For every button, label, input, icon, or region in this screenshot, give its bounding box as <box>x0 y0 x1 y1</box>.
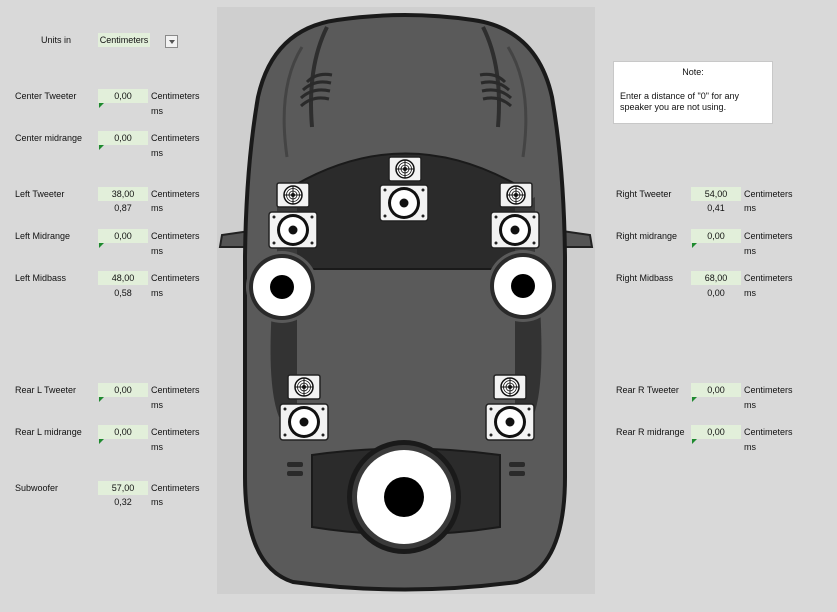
distance-input-rear-r-tweeter[interactable]: 0,00 <box>691 383 741 397</box>
ms-label: ms <box>151 442 163 452</box>
right-midrange-icon <box>490 211 540 249</box>
unit-label: Centimeters <box>151 133 200 143</box>
center-midrange-icon <box>379 184 429 222</box>
ms-label: ms <box>151 288 163 298</box>
right-tweeter-icon <box>499 182 533 208</box>
ms-value-left-tweeter: 0,87 <box>114 203 132 213</box>
units-label: Units in <box>41 35 72 45</box>
left-midbass-icon <box>246 251 318 323</box>
distance-input-left-midbass[interactable]: 48,00 <box>98 271 148 285</box>
distance-input-rear-r-midrange[interactable]: 0,00 <box>691 425 741 439</box>
ms-label: ms <box>151 497 163 507</box>
comment-flag-icon <box>99 397 104 402</box>
rear-l-midrange-icon <box>279 403 329 441</box>
ms-label: ms <box>151 203 163 213</box>
ms-value-right-midbass: 0,00 <box>707 288 725 298</box>
distance-input-rear-l-midrange[interactable]: 0,00 <box>98 425 148 439</box>
ms-value-right-tweeter: 0,41 <box>707 203 725 213</box>
unit-label: Centimeters <box>744 189 793 199</box>
unit-label: Centimeters <box>744 273 793 283</box>
comment-flag-icon <box>692 243 697 248</box>
subwoofer-icon <box>347 440 461 554</box>
units-select[interactable]: Centimeters <box>98 33 150 47</box>
speaker-label-right-midbass: Right Midbass <box>616 273 674 283</box>
rear-r-midrange-icon <box>485 403 535 441</box>
speaker-label-left-tweeter: Left Tweeter <box>15 189 65 199</box>
comment-flag-icon <box>99 145 104 150</box>
distance-input-rear-l-tweeter[interactable]: 0,00 <box>98 383 148 397</box>
unit-label: Centimeters <box>151 385 200 395</box>
speaker-label-rear-r-tweeter: Rear R Tweeter <box>616 385 679 395</box>
distance-input-subwoofer[interactable]: 57,00 <box>98 481 148 495</box>
speaker-label-rear-l-tweeter: Rear L Tweeter <box>15 385 77 395</box>
left-midrange-icon <box>268 211 318 249</box>
comment-flag-icon <box>692 397 697 402</box>
distance-input-right-midbass[interactable]: 68,00 <box>691 271 741 285</box>
distance-input-left-tweeter[interactable]: 38,00 <box>98 187 148 201</box>
unit-label: Centimeters <box>744 231 793 241</box>
ms-value-subwoofer: 0,32 <box>114 497 132 507</box>
rear-l-tweeter-icon <box>287 374 321 400</box>
comment-flag-icon <box>99 243 104 248</box>
distance-input-center-midrange[interactable]: 0,00 <box>98 131 148 145</box>
rear-r-tweeter-icon <box>493 374 527 400</box>
speaker-label-rear-l-midrange: Rear L midrange <box>15 427 82 437</box>
ms-value-left-midbass: 0,58 <box>114 288 132 298</box>
center-tweeter-icon <box>388 156 422 182</box>
speaker-label-right-tweeter: Right Tweeter <box>616 189 672 199</box>
comment-flag-icon <box>692 439 697 444</box>
unit-label: Centimeters <box>151 273 200 283</box>
note-title: Note: <box>682 67 704 77</box>
unit-label: Centimeters <box>151 231 200 241</box>
unit-label: Centimeters <box>744 427 793 437</box>
right-midbass-icon <box>487 250 559 322</box>
unit-label: Centimeters <box>744 385 793 395</box>
car-panel <box>217 7 595 594</box>
ms-label: ms <box>151 246 163 256</box>
comment-flag-icon <box>99 103 104 108</box>
left-tweeter-icon <box>276 182 310 208</box>
ms-label: ms <box>744 442 756 452</box>
ms-label: ms <box>744 288 756 298</box>
distance-input-left-midrange[interactable]: 0,00 <box>98 229 148 243</box>
unit-label: Centimeters <box>151 91 200 101</box>
unit-label: Centimeters <box>151 427 200 437</box>
unit-label: Centimeters <box>151 483 200 493</box>
speaker-label-right-midrange: Right midrange <box>616 231 678 241</box>
unit-label: Centimeters <box>151 189 200 199</box>
car-top-view-icon <box>218 13 594 592</box>
note-text: Enter a distance of "0" for any speaker … <box>620 91 739 112</box>
comment-flag-icon <box>99 439 104 444</box>
distance-input-right-tweeter[interactable]: 54,00 <box>691 187 741 201</box>
note-box: Note: Enter a distance of "0" for any sp… <box>613 61 773 124</box>
speaker-label-subwoofer: Subwoofer <box>15 483 59 493</box>
ms-label: ms <box>151 106 163 116</box>
speaker-label-left-midbass: Left Midbass <box>15 273 67 283</box>
ms-label: ms <box>151 148 163 158</box>
ms-label: ms <box>744 400 756 410</box>
speaker-label-center-tweeter: Center Tweeter <box>15 91 77 101</box>
chevron-down-icon[interactable] <box>165 35 178 48</box>
ms-label: ms <box>744 246 756 256</box>
speaker-label-rear-r-midrange: Rear R midrange <box>616 427 685 437</box>
distance-input-right-midrange[interactable]: 0,00 <box>691 229 741 243</box>
speaker-label-center-midrange: Center midrange <box>15 133 83 143</box>
ms-label: ms <box>744 203 756 213</box>
distance-input-center-tweeter[interactable]: 0,00 <box>98 89 148 103</box>
ms-label: ms <box>151 400 163 410</box>
speaker-label-left-midrange: Left Midrange <box>15 231 71 241</box>
